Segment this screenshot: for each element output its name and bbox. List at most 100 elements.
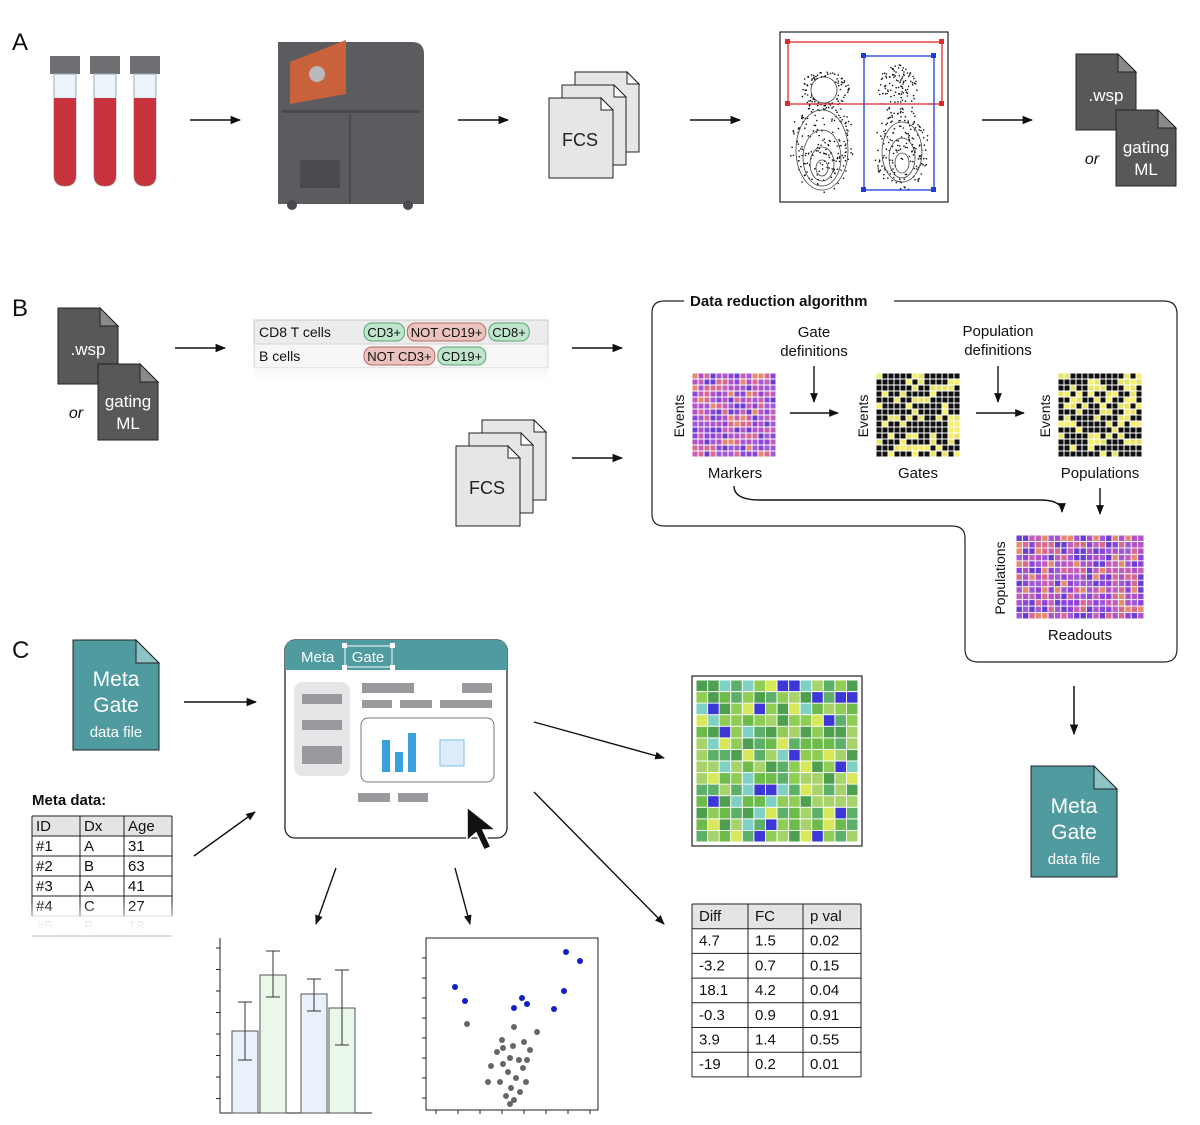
meta-column-header: Age (128, 818, 155, 835)
algorithm-title: Data reduction algorithm (690, 293, 868, 310)
point (462, 998, 468, 1004)
or-label: or (69, 405, 84, 422)
point (511, 1024, 517, 1030)
metagate-data-file-icon: Meta Gate data file (1030, 764, 1119, 878)
gate-tag-label: CD8+ (492, 325, 526, 340)
gate-tag (488, 322, 530, 342)
bar (300, 993, 328, 1114)
flow-cytometer-icon (278, 40, 424, 210)
or-label: or (1085, 151, 1100, 168)
point (527, 1047, 533, 1053)
population-definitions-label: definitions (964, 342, 1032, 359)
gate-tag-label: CD3+ (367, 325, 401, 340)
gate-tag-label: NOT CD19+ (411, 325, 483, 340)
point (524, 1001, 530, 1007)
meta-cell: #2 (36, 858, 53, 875)
meta-cell: A (84, 878, 94, 895)
results-cell: 4.7 (699, 933, 720, 950)
wsp-label: .wsp (1089, 86, 1124, 105)
data-reduction-algorithm-box: Data reduction algorithm Gate definition… (651, 290, 1178, 663)
arrow (193, 811, 256, 857)
populations-heatmap (1058, 373, 1142, 457)
fcs-file (548, 97, 614, 179)
populations-axis-label: Populations (992, 541, 1008, 614)
ml-label: ML (1134, 160, 1158, 179)
results-cell: 0.15 (810, 957, 839, 974)
point (485, 1079, 491, 1085)
metagate-file-title: Meta (1051, 795, 1098, 818)
arrow (533, 721, 665, 760)
gating-label: gating (1123, 138, 1169, 157)
workspace-files-icon: .wsp gating ML or (57, 306, 160, 441)
meta-column-header: ID (36, 818, 51, 835)
meta-cell: 41 (128, 878, 145, 895)
arrow (733, 485, 1066, 513)
meta-data-table: Meta data: IDDxAge#1A31#2B63#3A41#4C27#5… (30, 792, 176, 937)
fcs-files-icon: FCS (548, 70, 641, 179)
gating-plot (779, 31, 949, 203)
results-cell: 0.02 (810, 933, 839, 950)
results-cell: 1.5 (755, 933, 776, 950)
results-column-header: p val (810, 908, 842, 925)
results-cell: -0.3 (699, 1007, 725, 1024)
point (497, 1079, 503, 1085)
point (507, 1101, 513, 1107)
fcs-label: FCS (562, 130, 598, 150)
volcano-plot (422, 937, 599, 1114)
metagate-file-title: Meta (93, 668, 140, 691)
gate-tag-label: NOT CD3+ (367, 349, 431, 364)
app-chart-card (360, 717, 495, 783)
fcs-file (455, 445, 521, 527)
fcs-files-icon: FCS (455, 418, 548, 527)
metagate-file-subtitle: data file (1048, 851, 1101, 868)
workspace-files-icon: .wsp gating ML or (1075, 52, 1178, 187)
gate-definitions-label: Gate (798, 324, 831, 341)
point (505, 1069, 511, 1075)
meta-data-title: Meta data: (32, 792, 106, 809)
point (561, 988, 567, 994)
point (508, 1085, 514, 1091)
app-title-meta: Meta (301, 649, 335, 666)
gate-tag-label: CD19+ (441, 349, 482, 364)
metagate-data-file-icon: Meta Gate data file (72, 638, 161, 751)
arrow (454, 867, 472, 925)
events-axis-label: Events (1037, 395, 1053, 438)
blood-tube (130, 56, 160, 187)
gating-events (790, 64, 929, 193)
arrow (315, 867, 337, 925)
point (513, 1075, 519, 1081)
results-cell: -19 (699, 1056, 721, 1073)
point (500, 1045, 506, 1051)
blood-tubes-icon (50, 56, 160, 187)
point (499, 1037, 505, 1043)
gate-tag (363, 346, 436, 366)
results-cell: 1.4 (755, 1032, 776, 1049)
arrow (533, 791, 665, 925)
point (521, 1039, 527, 1045)
point (517, 1089, 523, 1095)
point (511, 1005, 517, 1011)
markers-heatmap (692, 373, 776, 457)
meta-cell: B (84, 858, 94, 875)
gating-label: gating (105, 392, 151, 411)
results-cell: 0.2 (755, 1056, 776, 1073)
metagate-app-window: Meta Gate (284, 639, 508, 852)
population-name: B cells (259, 348, 300, 364)
point (519, 995, 525, 1001)
point (494, 1049, 500, 1055)
meta-column-header: Dx (84, 818, 103, 835)
results-cell: 0.91 (810, 1007, 839, 1024)
results-cell: 3.9 (699, 1032, 720, 1049)
results-column-header: Diff (699, 908, 722, 925)
meta-cell: #1 (36, 838, 53, 855)
point (507, 1055, 513, 1061)
meta-cell: A (84, 838, 94, 855)
app-title-gate: Gate (352, 649, 385, 666)
results-cell: 0.04 (810, 982, 839, 999)
point (577, 958, 583, 964)
point (488, 1063, 494, 1069)
results-heatmap (691, 675, 863, 847)
readouts-label: Readouts (1048, 627, 1112, 644)
